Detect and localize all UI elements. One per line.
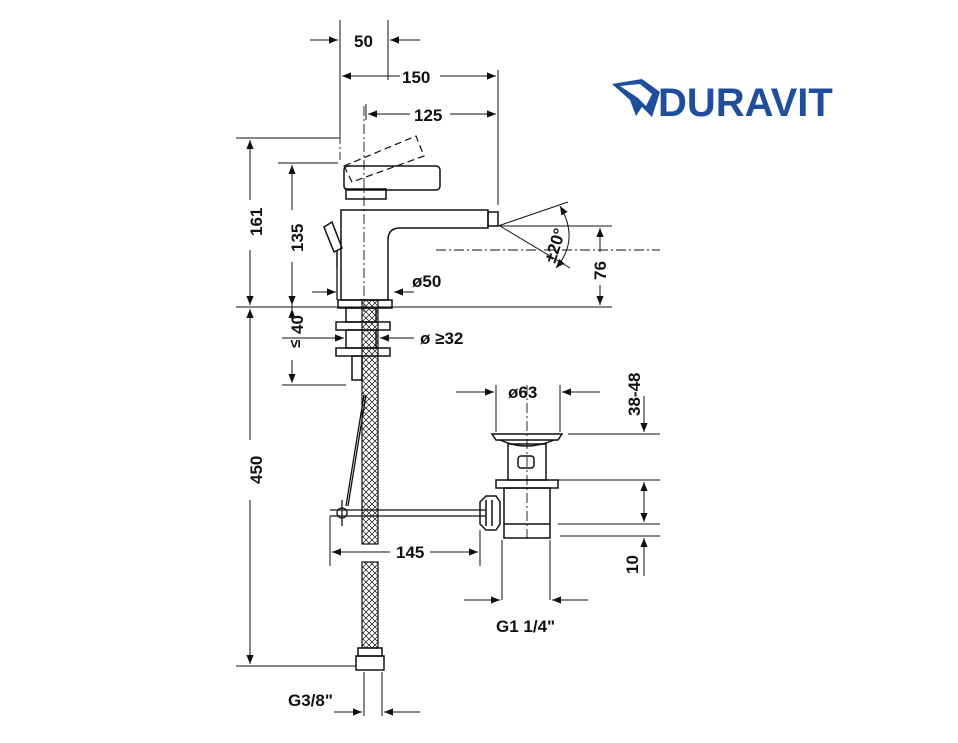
dolphin-icon xyxy=(612,79,660,117)
spout-tip xyxy=(487,211,499,227)
duravit-logo: DURAVIT xyxy=(612,79,833,125)
dim-le-symbol: ≤ xyxy=(287,340,304,348)
hose-connector-nut xyxy=(355,655,385,671)
drain-bowl xyxy=(499,439,555,447)
drain-flange xyxy=(490,433,564,441)
popup-knob xyxy=(323,220,343,254)
dim-dia63: ø63 xyxy=(508,383,537,402)
dim-161: 161 xyxy=(247,208,266,236)
dimension-labels: 50 150 125 161 135 ±20° 76 ø50 40 ≤ ø ≥3… xyxy=(247,32,644,710)
drain-lever-housing xyxy=(479,495,501,531)
faucet-body xyxy=(323,135,499,309)
supply-hose xyxy=(355,299,385,671)
dim-135: 135 xyxy=(288,224,307,252)
dim-150: 150 xyxy=(402,68,430,87)
hose-nut-ring xyxy=(357,647,383,657)
dim-38-48: 38-48 xyxy=(625,373,644,416)
lever-tilted-outline xyxy=(343,135,425,183)
dim-50-top: 50 xyxy=(354,32,373,51)
popup-linkage xyxy=(330,268,486,526)
lever-handle xyxy=(343,165,441,191)
lever-neck xyxy=(345,188,387,200)
dim-76: 76 xyxy=(591,261,610,280)
drain-waste xyxy=(479,433,564,539)
brand-name: DURAVIT xyxy=(658,81,833,125)
dim-dia32: ø ≥32 xyxy=(420,329,463,348)
dim-angle: ±20° xyxy=(541,226,570,265)
dimension-lines xyxy=(236,20,660,716)
mounting-bolt xyxy=(351,355,363,381)
overflow-slot xyxy=(517,455,535,469)
dim-450: 450 xyxy=(247,456,266,484)
dim-40: 40 xyxy=(288,315,307,334)
dim-125: 125 xyxy=(414,106,442,125)
dim-dia50: ø50 xyxy=(412,272,441,291)
centerlines xyxy=(339,106,660,540)
faucet-spout-body xyxy=(340,209,489,301)
dim-145: 145 xyxy=(396,543,424,562)
dim-10: 10 xyxy=(623,555,642,574)
dim-g3-8: G3/8" xyxy=(288,691,333,710)
drain-tail xyxy=(503,487,551,539)
dim-g1-1-4: G1 1/4" xyxy=(496,617,555,636)
